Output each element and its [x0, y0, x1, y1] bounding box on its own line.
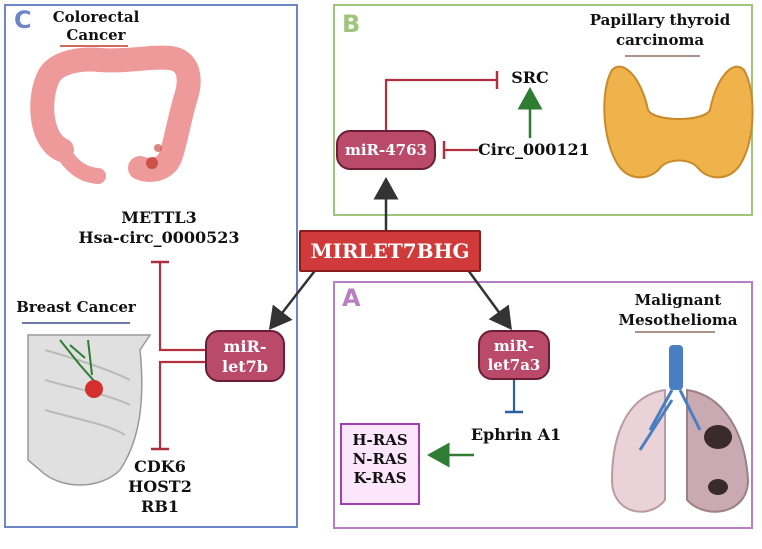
- targets-top: METTL3 Hsa-circ_0000523: [74, 208, 244, 248]
- ras-n: N-RAS: [352, 450, 408, 468]
- target-mettl3: METTL3: [121, 208, 197, 227]
- panel-c: [4, 4, 298, 528]
- circ-000121: Circ_000121: [478, 140, 590, 159]
- panel-letter-a: A: [342, 284, 361, 312]
- mirna-let7b-line2: let7b: [222, 357, 268, 376]
- cancer-label-breast: Breast Cancer: [16, 298, 136, 316]
- cancer-label-colorectal-line2: Cancer: [66, 26, 126, 44]
- target-host2: HOST2: [128, 477, 192, 496]
- mirna-let7a3-line2: let7a3: [487, 356, 541, 374]
- target-ephrin-a1: Ephrin A1: [470, 425, 562, 444]
- mirna-node-let7a3: miR- let7a3: [478, 330, 550, 380]
- thyroid-illustration: [603, 65, 754, 179]
- ras-k: K-RAS: [353, 469, 407, 487]
- breast-illustration: [27, 334, 152, 486]
- panel-letter-b: B: [342, 10, 361, 38]
- ras-box: H-RAS N-RAS K-RAS: [340, 423, 420, 505]
- tumor-dot: [146, 157, 158, 169]
- mirna-let7a3-line1: miR-: [493, 337, 535, 355]
- central-node-mirlet7bhg: MIRLET7BHG: [299, 230, 481, 272]
- colon-illustration: [30, 45, 201, 184]
- cancer-label-thyroid-line1: Papillary thyroid: [589, 11, 731, 29]
- cancer-label-thyroid: Papillary thyroid carcinoma: [585, 10, 735, 50]
- target-cdk6: CDK6: [134, 457, 186, 476]
- cancer-label-mesothelioma-line2: Mesothelioma: [618, 311, 738, 329]
- lungs-illustration: [610, 345, 750, 513]
- panel-letter-c: C: [14, 6, 32, 34]
- cancer-label-mesothelioma: Malignant Mesothelioma: [612, 290, 744, 330]
- cancer-label-colorectal-line1: Colorectal: [52, 8, 140, 26]
- tumor-dot: [154, 144, 162, 152]
- panel-a: [333, 281, 753, 529]
- target-src: SRC: [511, 68, 549, 87]
- mirna-let7b-line1: miR-: [223, 337, 267, 356]
- cancer-label-mesothelioma-line1: Malignant: [634, 291, 722, 309]
- ras-h: H-RAS: [352, 431, 408, 449]
- target-rb1: RB1: [141, 497, 179, 516]
- target-hsa-circ: Hsa-circ_0000523: [78, 228, 240, 247]
- mirna-node-let7b: miR- let7b: [205, 330, 285, 382]
- cancer-label-colorectal: Colorectal Cancer: [40, 8, 152, 44]
- targets-bottom: CDK6 HOST2 RB1: [120, 457, 200, 517]
- cancer-label-thyroid-line2: carcinoma: [615, 31, 705, 49]
- mirna-node-4763: miR-4763: [336, 130, 436, 170]
